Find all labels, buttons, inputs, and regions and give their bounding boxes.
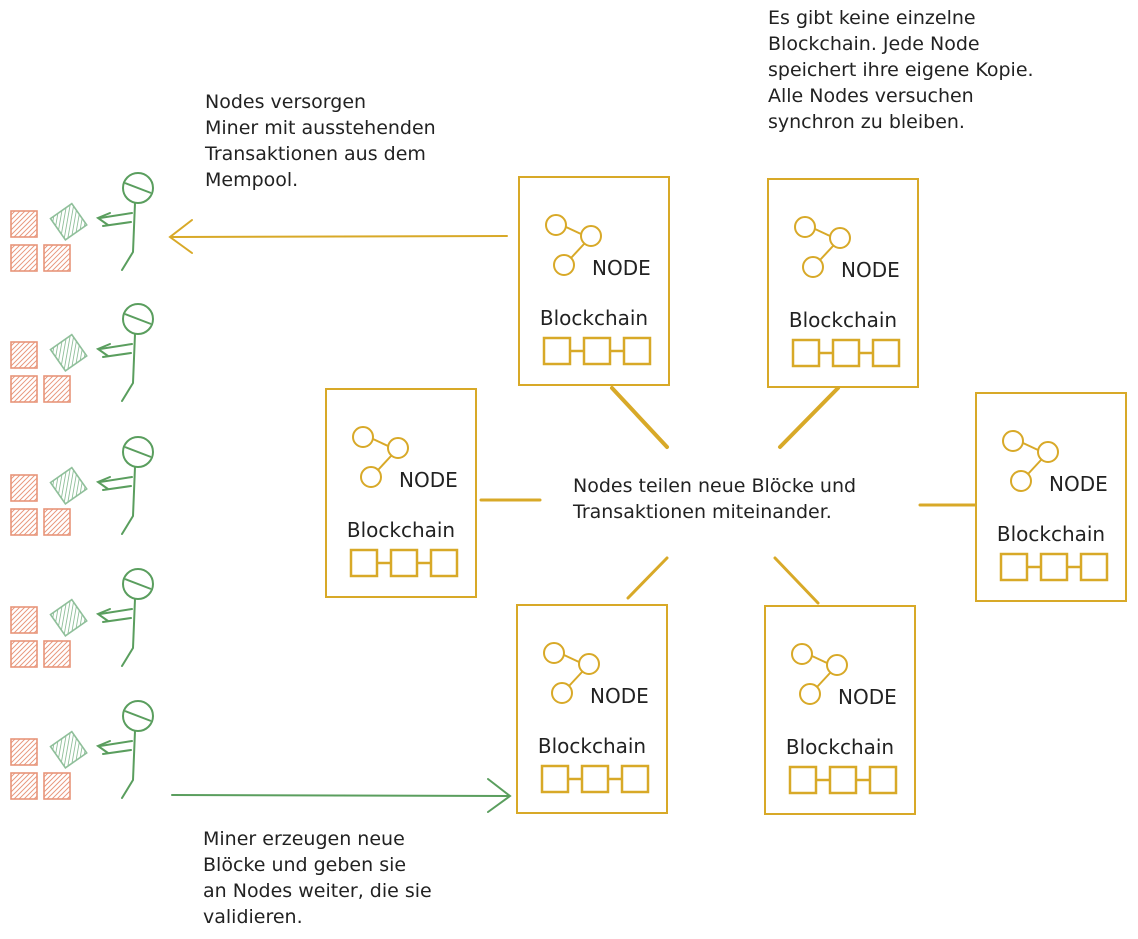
note-line: Transaktionen aus dem [205,143,426,165]
node-label: NODE [838,685,897,709]
node-card-bottom-right: NODE Blockchain [764,605,916,815]
miner-figure [10,172,154,272]
blockchain-icon [349,548,459,578]
network-icon [545,214,602,276]
arrow-to-miners [168,219,508,254]
miner-figure [10,568,154,668]
miner-figure [10,436,154,536]
blockchain-icon [540,764,650,794]
blockchain-label: Blockchain [537,734,647,758]
blockchain-label: Blockchain [785,735,895,759]
node-card-left: NODE Blockchain [325,388,477,598]
note-line: validieren. [203,906,303,928]
note-line: Miner erzeugen neue [203,828,405,850]
blockchain-icon [788,765,898,795]
note-miners-create-blocks: Miner erzeugen neue Blöcke und geben sie… [203,826,432,930]
note-mempool: Nodes versorgen Miner mit ausstehenden T… [205,89,436,193]
node-card-top-right: NODE Blockchain [767,178,919,388]
note-line: speichert ihre eigene Kopie. [768,59,1034,81]
spoke-top-left [610,386,669,449]
blockchain-label: Blockchain [996,522,1106,546]
note-line: Blockchain. Jede Node [768,33,980,55]
blockchain-icon [999,552,1109,582]
miner-figure [10,700,154,800]
miner-figure [10,303,154,403]
note-line: Nodes teilen neue Blöcke und [573,475,857,497]
node-label: NODE [592,256,651,280]
network-icon [352,426,409,488]
note-line: Transaktionen miteinander. [573,501,832,523]
node-card-top-left: NODE Blockchain [518,176,670,386]
node-card-right: NODE Blockchain [975,392,1127,602]
note-line: synchron zu bleiben. [768,111,965,133]
blockchain-label: Blockchain [539,306,649,330]
miners-column [10,172,154,800]
blockchain-icon [542,336,652,366]
spoke-bottom-right [773,556,820,605]
blockchain-label: Blockchain [346,518,456,542]
blockchain-icon [791,338,901,368]
node-label: NODE [590,684,649,708]
network-icon [794,216,851,278]
node-label: NODE [841,258,900,282]
note-line: Es gibt keine einzelne [768,7,976,29]
arrow-to-nodes [171,778,512,813]
network-icon [791,643,848,705]
note-line: Blöcke und geben sie [203,854,407,876]
note-line: an Nodes weiter, die sie [203,880,432,902]
node-card-bottom-left: NODE Blockchain [516,604,668,814]
network-icon [1002,430,1059,492]
note-line: Miner mit ausstehenden [205,117,436,139]
note-line: Mempool. [205,169,299,191]
node-label: NODE [1049,472,1108,496]
network-icon [543,642,600,704]
note-blockchain-copies: Es gibt keine einzelne Blockchain. Jede … [768,5,1034,135]
blockchain-label: Blockchain [788,308,898,332]
note-line: Nodes versorgen [205,91,367,113]
spoke-bottom-left [626,556,669,600]
spoke-top-right [778,386,840,449]
note-node-sharing: Nodes teilen neue Blöcke und Transaktion… [573,473,856,525]
note-line: Alle Nodes versuchen [768,85,974,107]
node-label: NODE [399,468,458,492]
